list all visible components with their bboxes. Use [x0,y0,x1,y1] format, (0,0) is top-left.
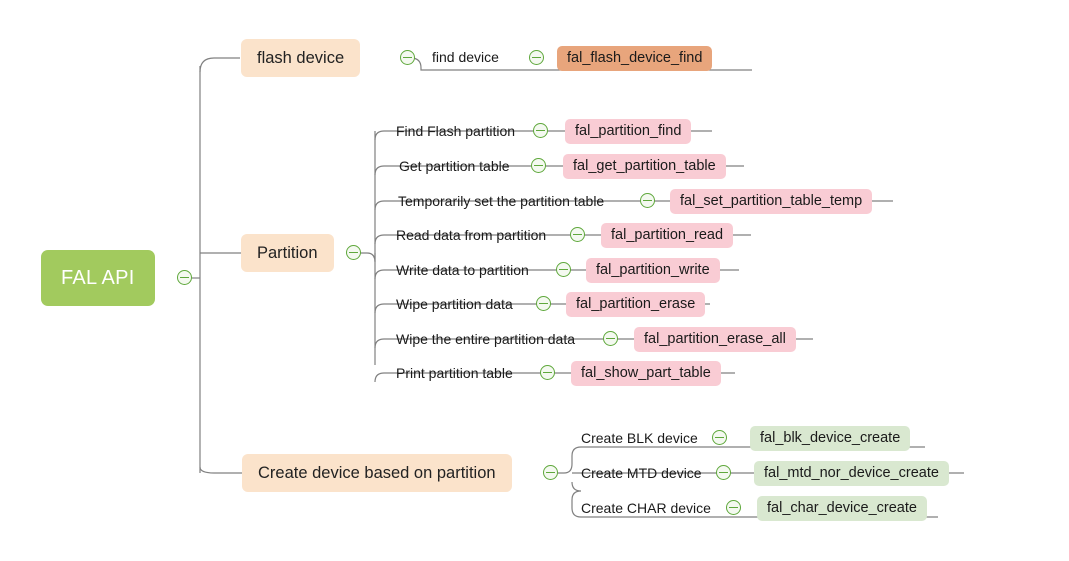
leaf-label-temporarily-set-the-partition-table[interactable]: Temporarily set the partition table [398,194,604,208]
api-badge-text: fal_blk_device_create [760,430,901,446]
leaf-text: Create BLK device [581,430,698,446]
api-badge-fal-get-partition-table[interactable]: fal_get_partition_table [563,154,726,180]
api-badge-text: fal_show_part_table [581,365,711,381]
collapse-minus-icon-write-data-to-partition[interactable] [556,262,571,277]
collapse-minus-icon-create-blk-device[interactable] [712,430,727,445]
leaf-label-find-flash-partition[interactable]: Find Flash partition [396,124,515,138]
leaf-text: Write data to partition [396,262,529,278]
leaf-label-get-partition-table[interactable]: Get partition table [399,159,510,173]
leaf-label-read-data-from-partition[interactable]: Read data from partition [396,228,546,242]
branch-node-label: flash device [257,49,345,67]
api-badge-fal-partition-read[interactable]: fal_partition_read [601,223,734,249]
leaf-text: Get partition table [399,158,510,174]
collapse-minus-icon-create-mtd-device[interactable] [716,465,731,480]
api-badge-text: fal_set_partition_table_temp [680,193,863,209]
leaf-text: Wipe the entire partition data [396,331,575,347]
collapse-minus-icon-flash-device[interactable] [400,50,415,65]
api-badge-text: fal_partition_write [596,262,710,278]
api-badge-text: fal_char_device_create [767,500,917,516]
branch-node-partition[interactable]: Partition [241,234,334,272]
api-badge-fal-partition-write[interactable]: fal_partition_write [586,258,720,284]
branch-node-flash-device[interactable]: flash device [241,39,361,77]
root-node-fal-api[interactable]: FAL API [41,250,155,306]
leaf-label-print-partition-table[interactable]: Print partition table [396,366,513,380]
leaf-text: Temporarily set the partition table [398,193,605,209]
api-badge-fal-partition-find[interactable]: fal_partition_find [565,119,692,145]
leaf-label-write-data-to-partition[interactable]: Write data to partition [396,263,529,277]
collapse-minus-icon-find-flash-partition[interactable] [533,123,548,138]
leaf-label-create-mtd-device[interactable]: Create MTD device [581,466,702,480]
leaf-text: Read data from partition [396,227,547,243]
leaf-text: find device [432,49,499,65]
api-badge-fal-blk-device-create[interactable]: fal_blk_device_create [750,426,911,452]
api-badge-text: fal_partition_find [575,123,682,139]
collapse-minus-icon-wipe-partition-data[interactable] [536,296,551,311]
api-badge-fal-set-partition-table-temp[interactable]: fal_set_partition_table_temp [670,189,873,215]
collapse-minus-icon-create-char-device[interactable] [726,500,741,515]
api-badge-text: fal_partition_erase_all [644,331,786,347]
collapse-minus-icon-wipe-entire-partition-data[interactable] [603,331,618,346]
branch-node-label: Partition [257,244,318,262]
branch-node-label: Create device based on partition [258,464,496,482]
branch-node-create-device-based-on-partition[interactable]: Create device based on partition [242,454,512,492]
api-badge-fal-char-device-create[interactable]: fal_char_device_create [757,496,927,522]
api-badge-fal-partition-erase-all[interactable]: fal_partition_erase_all [634,327,796,353]
leaf-text: Wipe partition data [396,296,513,312]
collapse-minus-icon-create-device[interactable] [543,465,558,480]
collapse-minus-icon-get-partition-table[interactable] [531,158,546,173]
leaf-label-create-char-device[interactable]: Create CHAR device [581,501,711,515]
collapse-minus-icon-find-device[interactable] [529,50,544,65]
api-badge-text: fal_partition_erase [576,296,696,312]
api-badge-text: fal_partition_read [611,227,724,243]
api-badge-text: fal_flash_device_find [567,50,703,66]
leaf-label-create-blk-device[interactable]: Create BLK device [581,431,698,445]
leaf-text: Create CHAR device [581,500,711,516]
collapse-minus-icon-print-partition-table[interactable] [540,365,555,380]
leaf-text: Print partition table [396,365,513,381]
collapse-minus-icon-read-data-from-partition[interactable] [570,227,585,242]
collapse-minus-icon-partition[interactable] [346,245,361,260]
api-badge-fal-show-part-table[interactable]: fal_show_part_table [571,361,721,387]
leaf-label-wipe-partition-data[interactable]: Wipe partition data [396,297,513,311]
root-node-label: FAL API [61,267,135,289]
collapse-minus-icon-temporarily-set-partition-table[interactable] [640,193,655,208]
collapse-minus-icon-root[interactable] [177,270,192,285]
leaf-label-wipe-the-entire-partition-data[interactable]: Wipe the entire partition data [396,332,575,346]
api-badge-fal-flash-device-find[interactable]: fal_flash_device_find [557,46,713,72]
api-badge-text: fal_mtd_nor_device_create [764,465,939,481]
leaf-text: Create MTD device [581,465,702,481]
api-badge-fal-partition-erase[interactable]: fal_partition_erase [566,292,706,318]
api-badge-fal-mtd-nor-device-create[interactable]: fal_mtd_nor_device_create [754,461,949,487]
leaf-text: Find Flash partition [396,123,516,139]
api-badge-text: fal_get_partition_table [573,158,716,174]
leaf-label-find-device[interactable]: find device [432,50,499,64]
